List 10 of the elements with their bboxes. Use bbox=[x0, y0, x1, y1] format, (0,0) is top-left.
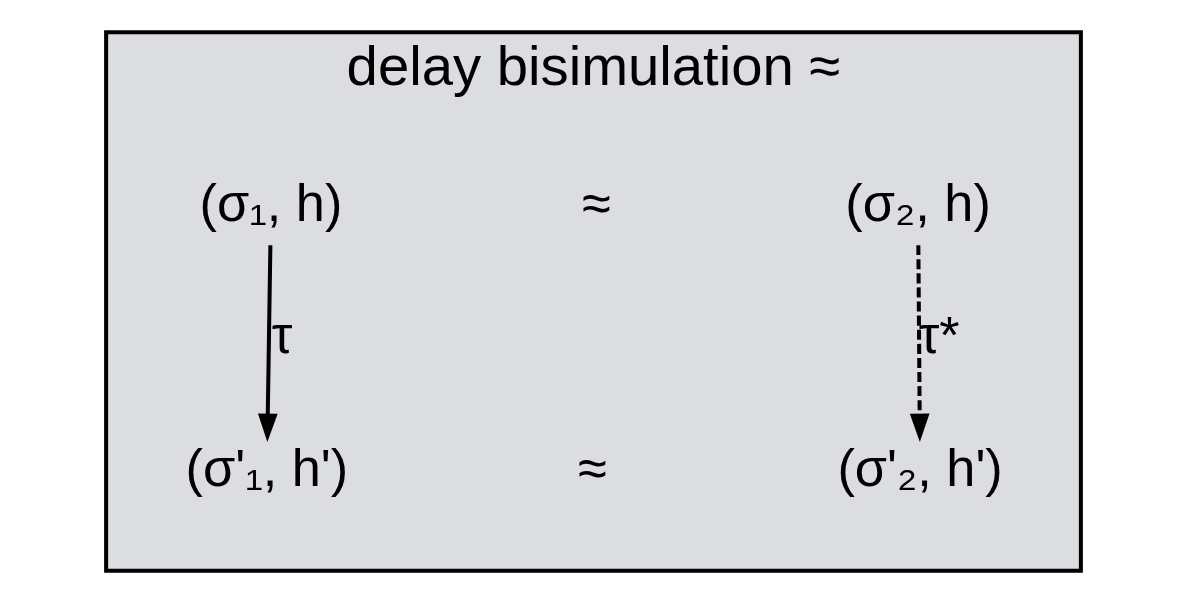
node-text: (σ'₁, h') bbox=[185, 439, 349, 497]
edge-label: τ bbox=[271, 306, 293, 365]
node-text: (σ₂, h) bbox=[845, 173, 991, 232]
node-text: (σ'₂, h') bbox=[837, 439, 1003, 497]
label: ≈ bbox=[578, 439, 607, 497]
node-text: (σ₁, h) bbox=[199, 173, 343, 232]
edge-label: τ* bbox=[918, 306, 960, 365]
label: ≈ bbox=[582, 173, 611, 232]
arrow bbox=[257, 245, 278, 442]
arrow bbox=[909, 245, 930, 442]
